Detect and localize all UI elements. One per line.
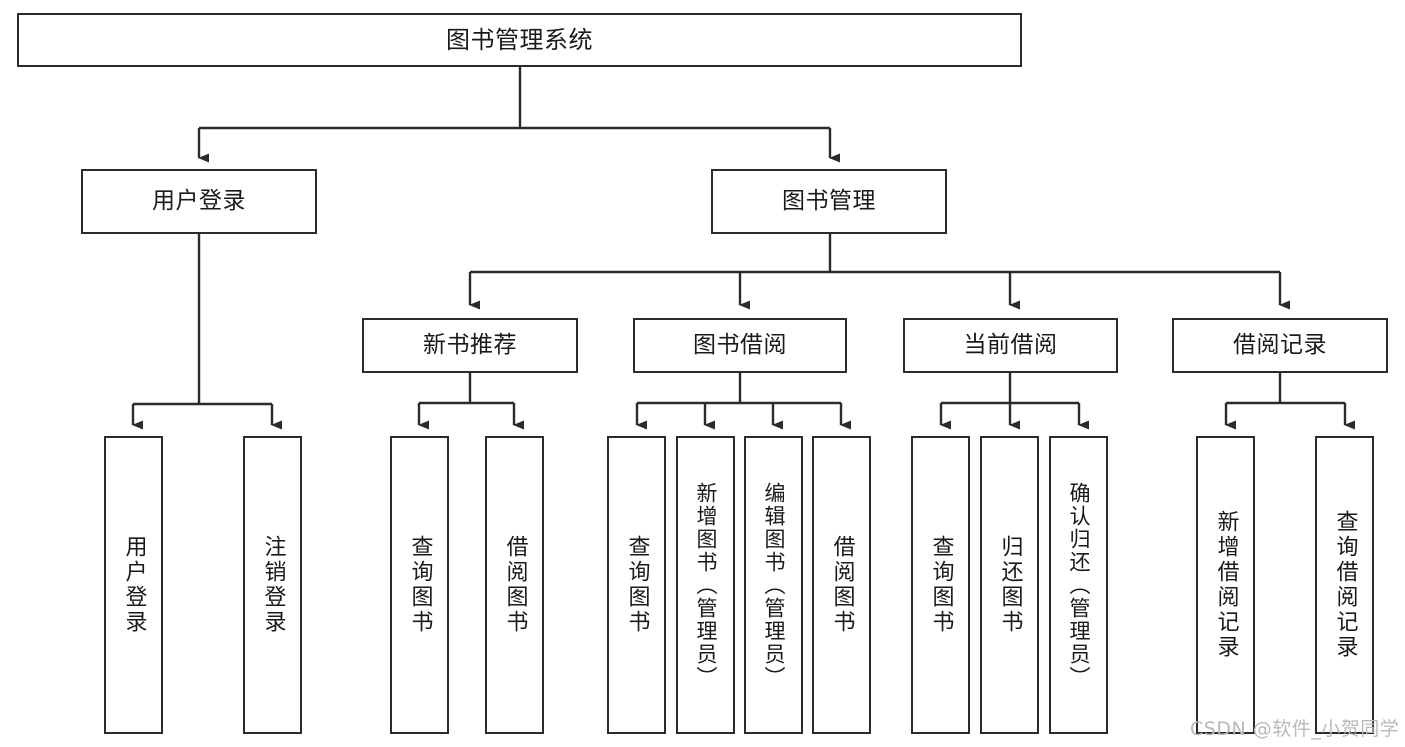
node-label: 查询图书 — [624, 535, 650, 635]
node-root-book-management-system[interactable]: 图书管理系统 — [17, 13, 1022, 67]
node-label: 新增借阅记录 — [1213, 510, 1239, 660]
node-label: 图书借阅 — [693, 331, 787, 358]
node-label: 注销登录 — [260, 535, 286, 635]
node-label: 查询借阅记录 — [1332, 510, 1358, 660]
leaf-borrow-query-book[interactable]: 查询图书 — [607, 436, 666, 734]
node-label: 新增图书（管理员） — [694, 481, 718, 689]
node-label: 借阅图书 — [829, 535, 855, 635]
leaf-return-book[interactable]: 归还图书 — [980, 436, 1039, 734]
leaf-add-book-admin[interactable]: 新增图书（管理员） — [676, 436, 735, 734]
node-label: 确认归还（管理员） — [1067, 481, 1091, 689]
leaf-user-login[interactable]: 用户登录 — [104, 436, 163, 734]
leaf-current-query-book[interactable]: 查询图书 — [911, 436, 970, 734]
leaf-add-borrow-record[interactable]: 新增借阅记录 — [1196, 436, 1255, 734]
node-borrow-record[interactable]: 借阅记录 — [1172, 318, 1388, 373]
node-user-login[interactable]: 用户登录 — [81, 169, 317, 234]
node-book-borrow[interactable]: 图书借阅 — [633, 318, 847, 373]
node-label: 编辑图书（管理员） — [762, 481, 786, 689]
node-current-borrow[interactable]: 当前借阅 — [903, 318, 1118, 373]
node-label: 新书推荐 — [423, 331, 517, 358]
node-label: 查询图书 — [407, 535, 433, 635]
node-new-book-recommend[interactable]: 新书推荐 — [362, 318, 578, 373]
leaf-confirm-return-admin[interactable]: 确认归还（管理员） — [1049, 436, 1108, 734]
node-label: 查询图书 — [928, 535, 954, 635]
node-label: 用户登录 — [121, 535, 147, 635]
node-label: 图书管理系统 — [446, 25, 593, 54]
node-label: 当前借阅 — [963, 331, 1058, 358]
csdn-watermark: CSDN @软件_小贺同学 — [1190, 718, 1400, 740]
node-label: 借阅图书 — [502, 535, 528, 635]
node-label: 借阅记录 — [1233, 331, 1327, 358]
leaf-edit-book-admin[interactable]: 编辑图书（管理员） — [744, 436, 803, 734]
node-label: 图书管理 — [782, 187, 876, 214]
leaf-new-book-query[interactable]: 查询图书 — [390, 436, 449, 734]
leaf-query-borrow-record[interactable]: 查询借阅记录 — [1315, 436, 1374, 734]
node-label: 用户登录 — [152, 187, 246, 214]
node-label: 归还图书 — [997, 535, 1023, 635]
leaf-borrow-book[interactable]: 借阅图书 — [812, 436, 871, 734]
leaf-new-book-borrow[interactable]: 借阅图书 — [485, 436, 544, 734]
leaf-logout[interactable]: 注销登录 — [243, 436, 302, 734]
node-book-management[interactable]: 图书管理 — [711, 169, 947, 234]
